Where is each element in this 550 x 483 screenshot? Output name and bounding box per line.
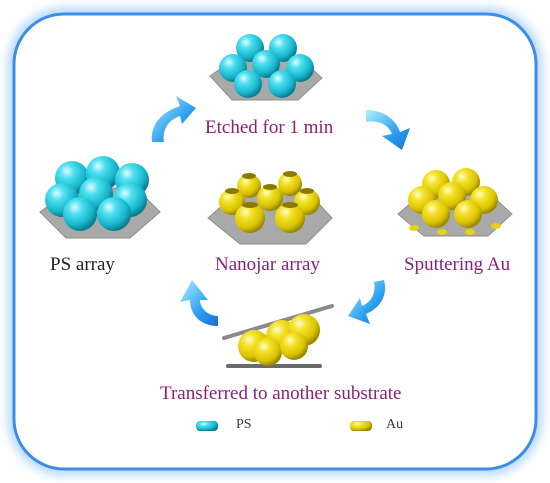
au-sphere xyxy=(422,200,450,228)
legend-ps-swatch xyxy=(196,421,218,431)
label-transferred: Transferred to another substrate xyxy=(160,383,402,404)
curved-arrow-icon xyxy=(366,110,410,150)
label-sputtering: Sputtering Au xyxy=(404,254,511,275)
label-etched: Etched for 1 min xyxy=(205,117,334,138)
etched-array-illustration xyxy=(209,34,323,101)
label-nanojar: Nanojar array xyxy=(215,254,320,275)
transfer-illustration xyxy=(222,304,334,368)
swatch-icon xyxy=(196,421,218,431)
au-sphere xyxy=(254,338,282,366)
nanojar xyxy=(278,171,302,196)
ps-array-illustration xyxy=(39,156,161,239)
legend-au-label: Au xyxy=(386,417,404,432)
legend-ps-label: PS xyxy=(236,417,252,432)
curved-arrow-icon xyxy=(151,96,196,142)
swatch-icon xyxy=(350,421,372,431)
au-sphere xyxy=(438,182,466,210)
label-ps-array: PS array xyxy=(50,254,115,275)
ps-sphere xyxy=(268,70,296,98)
curved-arrow-icon xyxy=(348,280,386,324)
ps-sphere xyxy=(234,70,262,98)
au-sphere xyxy=(280,332,308,360)
au-deposit xyxy=(491,223,501,229)
nanojar xyxy=(235,202,265,233)
au-deposit xyxy=(465,229,475,235)
au-deposit xyxy=(409,225,419,231)
au-sphere xyxy=(454,200,482,228)
nanojar-array-illustration xyxy=(207,171,333,245)
ps-sphere xyxy=(97,197,131,231)
nanojar xyxy=(275,202,305,233)
au-deposit xyxy=(437,229,447,235)
ps-sphere xyxy=(63,197,97,231)
ps-sphere xyxy=(252,50,280,78)
ps-sphere xyxy=(286,54,314,82)
nanojar xyxy=(237,173,261,198)
curved-arrow-icon xyxy=(180,280,218,326)
sputtering-au-illustration xyxy=(397,168,513,237)
nanojar xyxy=(257,184,283,211)
legend-au-swatch xyxy=(350,421,372,431)
